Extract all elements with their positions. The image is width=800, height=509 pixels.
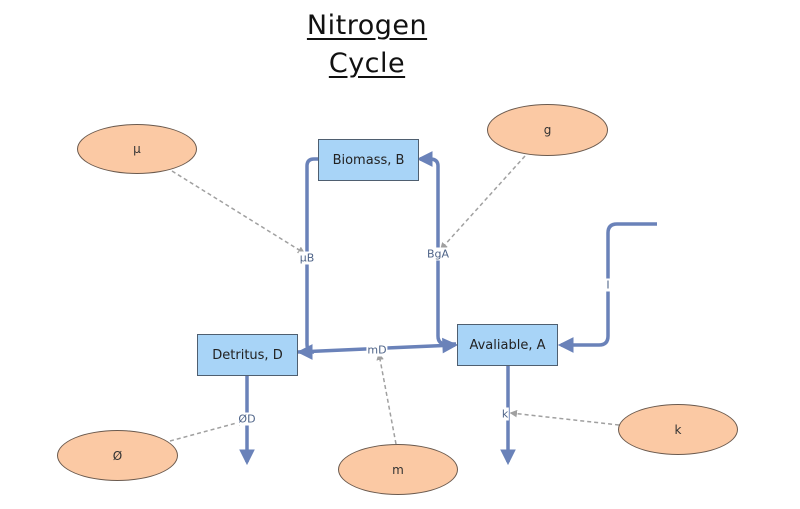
mu-link	[171, 170, 306, 254]
stock-biomass[interactable]: Biomass, B	[318, 139, 419, 181]
stock-available[interactable]: Avaliable, A	[457, 324, 558, 366]
title-line-1: Nitrogen	[306, 10, 428, 41]
flow-label-detritus-loss: ØD	[237, 412, 257, 426]
g-link	[439, 155, 526, 251]
flow-label-death: μB	[298, 251, 316, 265]
title-line-2: Cycle	[328, 48, 406, 79]
parameter-m[interactable]: m	[338, 444, 458, 495]
flow-label-growth: BgA	[425, 247, 451, 261]
k-link	[509, 409, 620, 426]
parameter-mu[interactable]: μ	[77, 124, 197, 174]
flow-label-mineralization: mD	[366, 343, 388, 357]
parameter-phi[interactable]: Ø	[57, 430, 178, 481]
stock-detritus[interactable]: Detritus, D	[197, 334, 298, 376]
flow-label-leaching: k	[500, 407, 510, 421]
flow-label-input: I	[605, 278, 611, 292]
parameter-k[interactable]: k	[618, 404, 738, 455]
parameter-g[interactable]: g	[487, 104, 608, 156]
m-link	[376, 352, 397, 445]
phi-link	[169, 418, 246, 442]
